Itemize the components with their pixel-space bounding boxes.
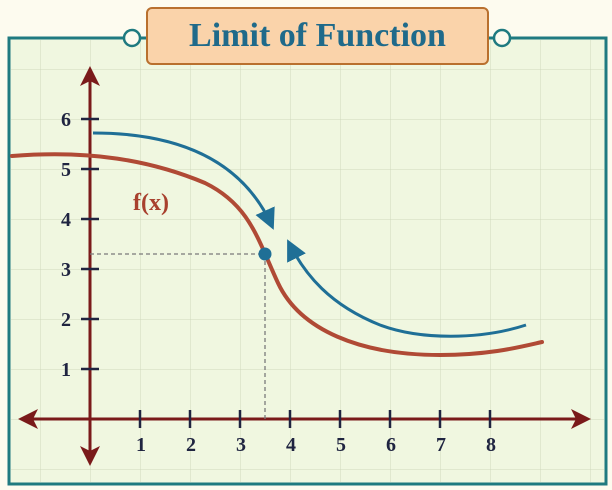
x-tick-label-4: 4: [286, 434, 296, 456]
title-connector-left: [122, 28, 142, 48]
y-tick-label-4: 4: [61, 209, 71, 231]
title-text: Limit of Function: [189, 17, 446, 54]
function-curve: [10, 152, 544, 358]
limit-point: [258, 247, 272, 261]
x-tick-label-6: 6: [386, 434, 396, 456]
function-label: f(x): [133, 190, 169, 216]
left-approach-arrow: [92, 131, 275, 230]
x-tick-label-2: 2: [186, 434, 196, 456]
curves: f(x): [10, 131, 544, 419]
x-tick-label-5: 5: [336, 434, 346, 456]
x-axis-arrow-right: [571, 409, 591, 429]
y-tick-label-2: 2: [61, 309, 71, 331]
x-tick-label-8: 8: [486, 434, 496, 456]
grid-background: [11, 40, 604, 482]
y-tick-label-1: 1: [61, 359, 71, 381]
x-tick-label-1: 1: [136, 434, 146, 456]
y-tick-label-5: 5: [61, 159, 71, 181]
y-tick-label-6: 6: [61, 109, 71, 131]
ticks: 1 2 3 4 5 6 7 8 1 2 3 4 5 6: [61, 109, 496, 456]
title-connector-right: [492, 28, 512, 48]
y-tick-label-3: 3: [61, 259, 71, 281]
x-tick-label-3: 3: [236, 434, 246, 456]
x-axis-arrow-left: [18, 409, 38, 429]
y-axis-arrow-top: [80, 66, 100, 86]
title-banner: Limit of Function: [146, 7, 489, 65]
y-axis-arrow-bottom: [80, 446, 100, 466]
right-approach-arrow: [287, 239, 527, 338]
axes: [18, 66, 591, 466]
x-tick-label-7: 7: [436, 434, 446, 456]
